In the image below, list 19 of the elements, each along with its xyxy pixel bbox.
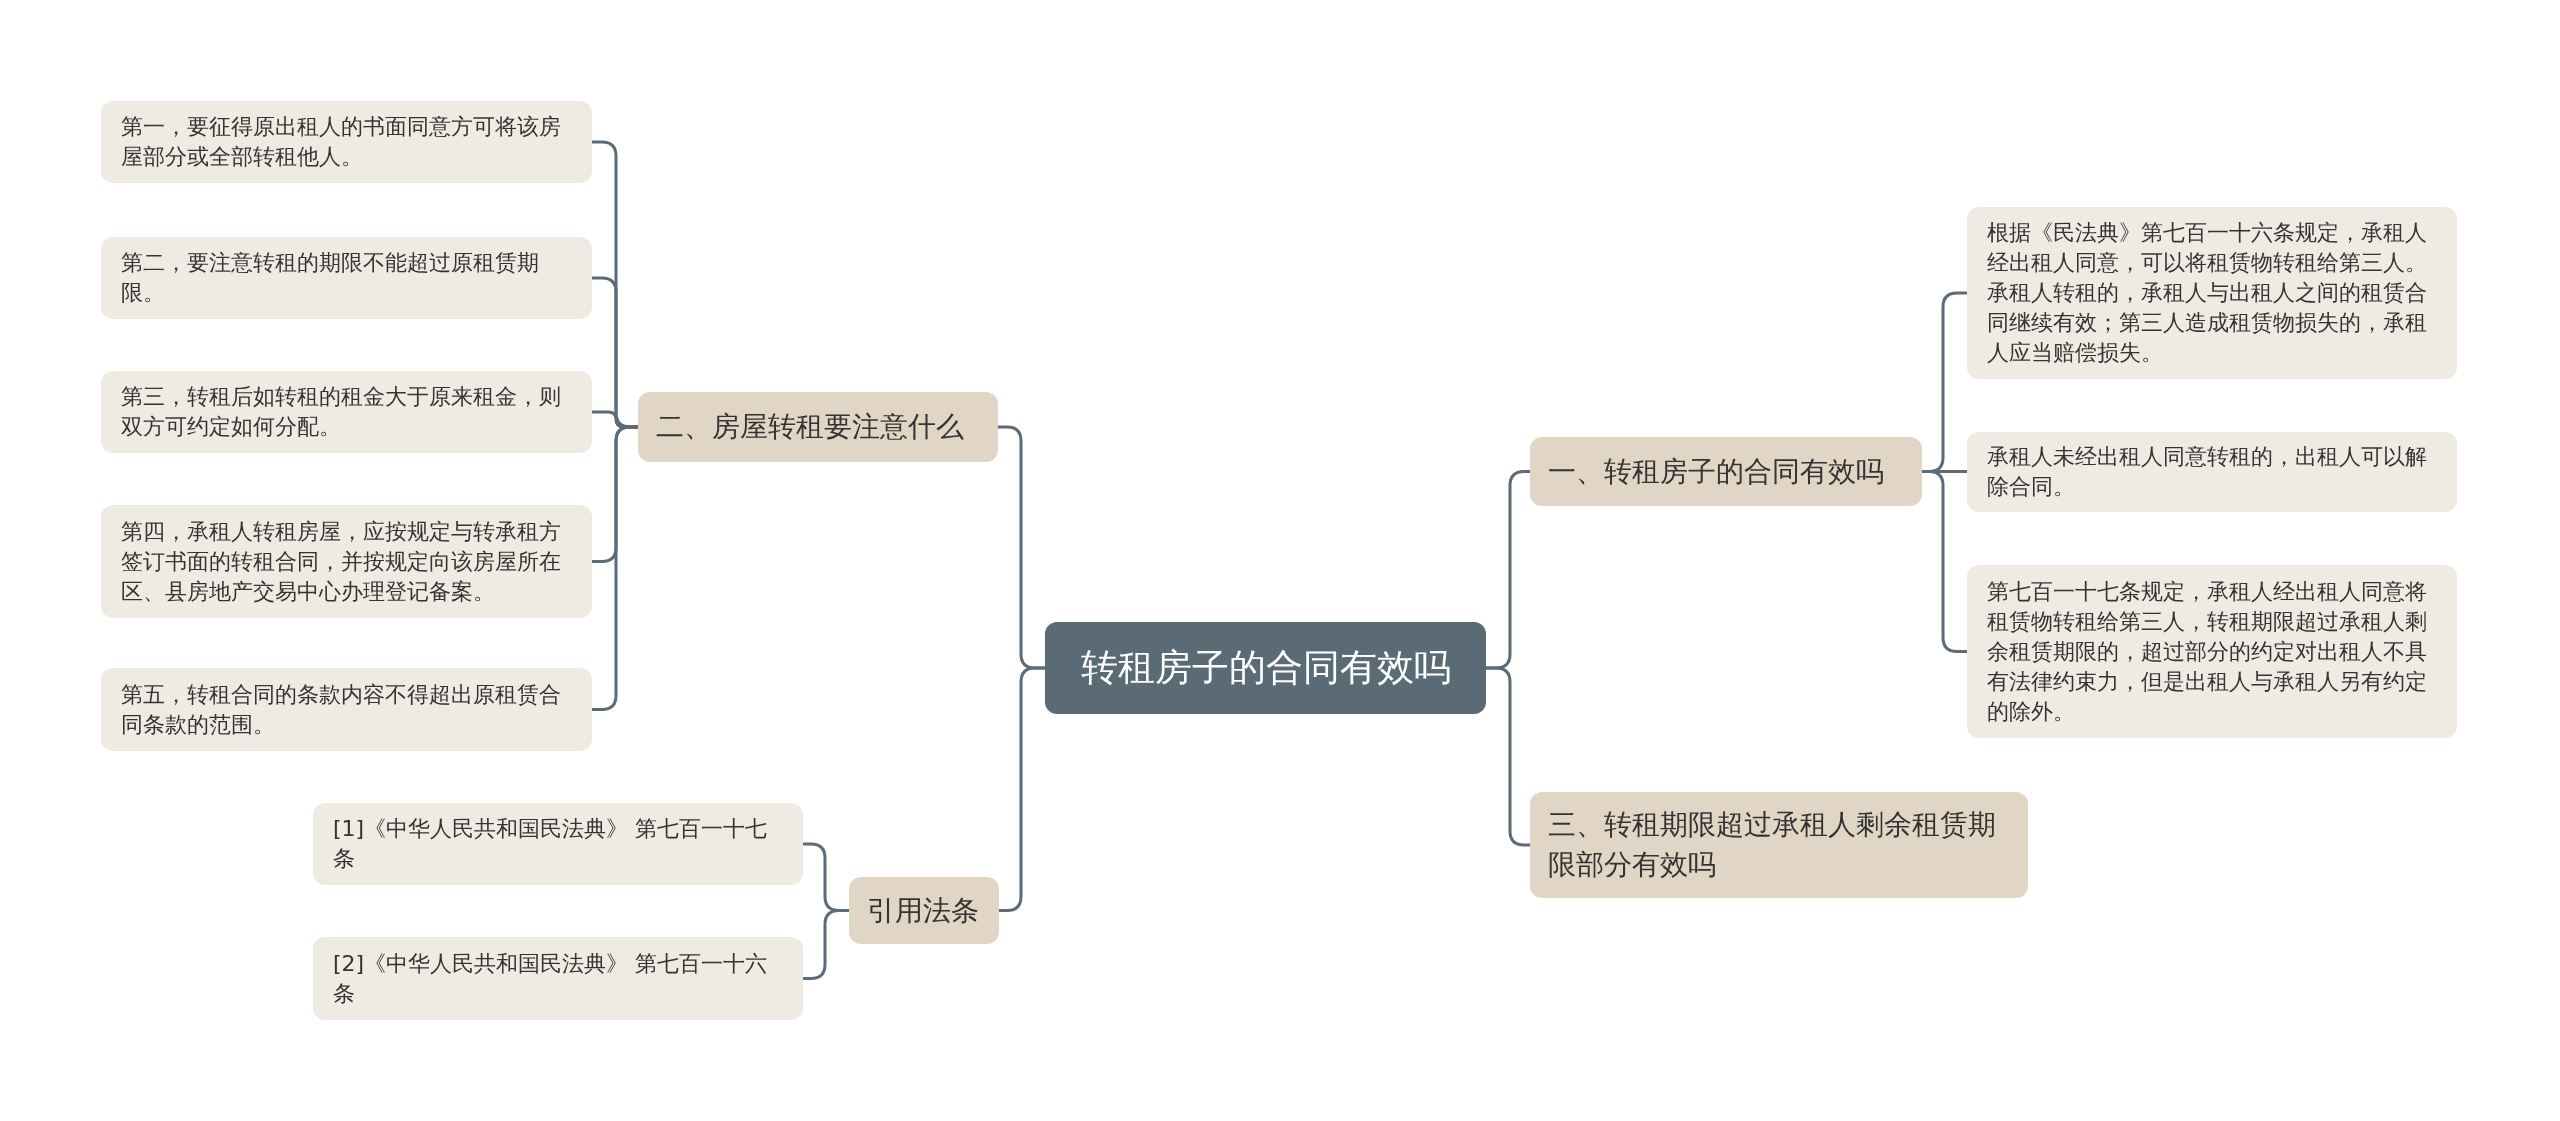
central-topic-box: 转租房子的合同有效吗 bbox=[1045, 622, 1486, 714]
subtopic-box: 第一，要征得原出租人的书面同意方可将该房屋部分或全部转租他人。 bbox=[101, 101, 592, 183]
subtopic-box: 第四，承租人转租房屋，应按规定与转承租方签订书面的转租合同，并按规定向该房屋所在区、县房地产交易中心办理登记备案。 bbox=[101, 505, 592, 618]
topic-box: 一、转租房子的合同有效吗 bbox=[1530, 437, 1922, 506]
subtopic-box: 第五，转租合同的条款内容不得超出原租赁合同条款的范围。 bbox=[101, 668, 592, 751]
topic-box: 三、转租期限超过承租人剩余租赁期限部分有效吗 bbox=[1530, 792, 2028, 898]
connector-line bbox=[999, 666, 1045, 912]
topic-box: 二、房屋转租要注意什么 bbox=[638, 392, 998, 462]
connector-line bbox=[592, 425, 638, 711]
connector-line bbox=[803, 909, 849, 980]
subtopic-box: 第七百一十七条规定，承租人经出租人同意将租赁物转租给第三人，转租期限超过承租人剩余租赁期限的，超过部分的约定对出租人不具有法律约束力，但是出租人与承租人另有约定的除外。 bbox=[1967, 565, 2457, 738]
connector-line bbox=[1922, 470, 1967, 653]
subtopic-box: 第三，转租后如转租的租金大于原来租金，则双方可约定如何分配。 bbox=[101, 371, 592, 453]
subtopic-box: 根据《民法典》第七百一十六条规定，承租人经出租人同意，可以将租赁物转租给第三人。承租人转租的，承租人与出租人之间的租赁合同继续有效；第三人造成租赁物损失的，承租人应当赔偿损失。 bbox=[1967, 207, 2457, 379]
topic-box: 引用法条 bbox=[849, 877, 999, 944]
subtopic-box: 第二，要注意转租的期限不能超过原租赁期限。 bbox=[101, 237, 592, 319]
subtopic-box: [1]《中华人民共和国民法典》 第七百一十七条 bbox=[313, 803, 803, 885]
subtopic-box: 承租人未经出租人同意转租的，出租人可以解除合同。 bbox=[1967, 432, 2457, 512]
subtopic-box: [2]《中华人民共和国民法典》 第七百一十六条 bbox=[313, 937, 803, 1020]
